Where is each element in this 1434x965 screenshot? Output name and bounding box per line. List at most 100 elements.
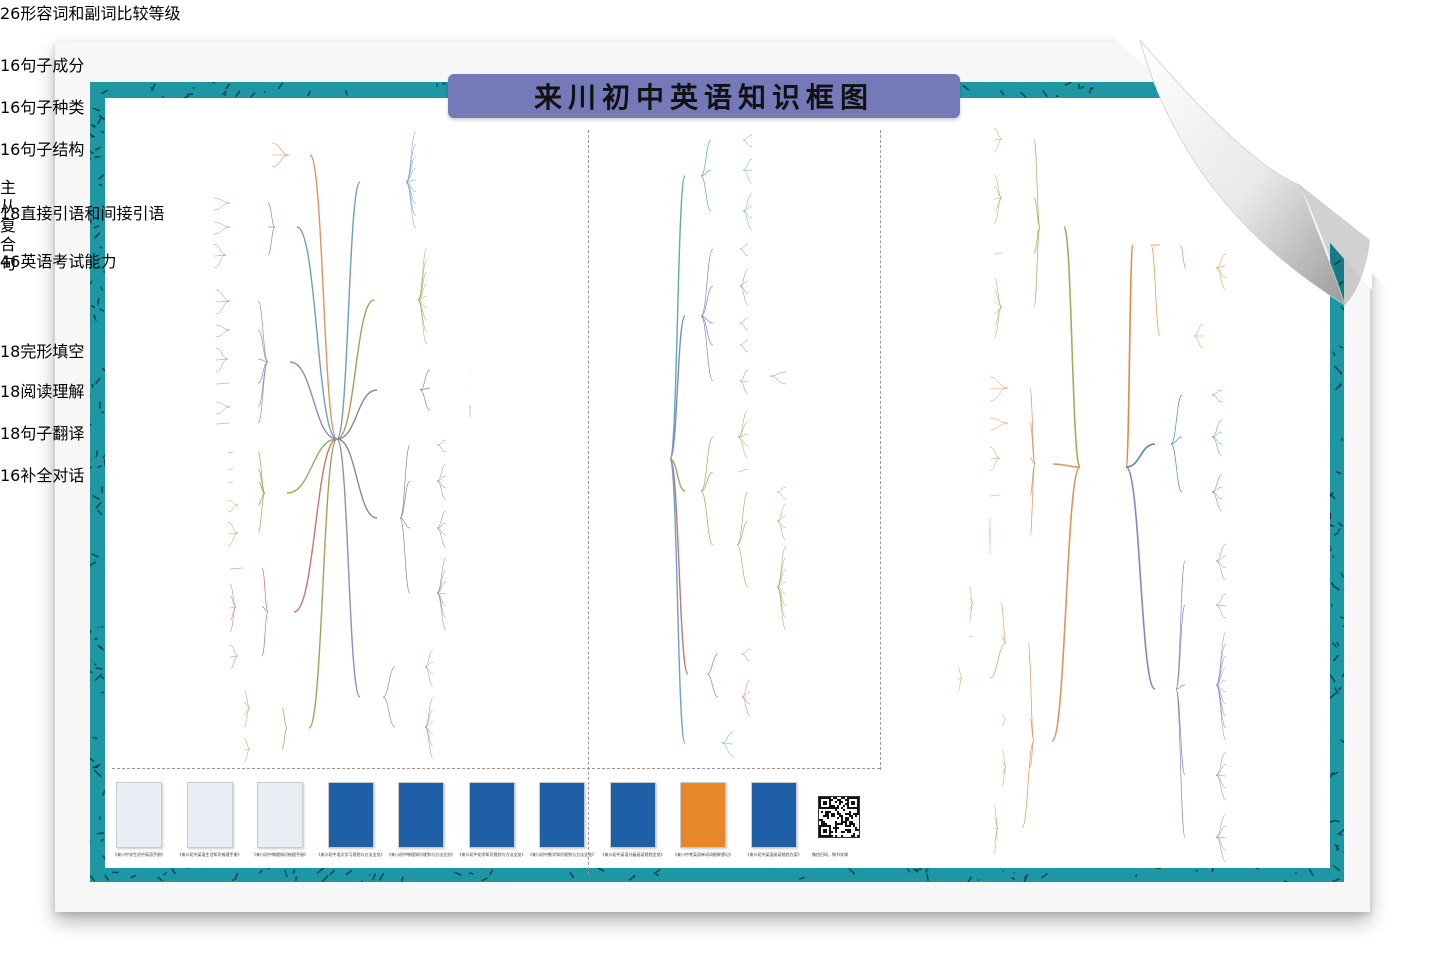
connector [281,707,288,729]
connector [213,221,231,228]
connector [1033,226,1041,254]
connector [739,285,749,306]
connector [993,197,1003,224]
connector [243,737,251,750]
connector [215,358,229,373]
connector [700,285,714,317]
connector [776,486,787,493]
connector [1215,836,1227,863]
connector [1215,836,1227,851]
connector [417,299,428,345]
connector [737,409,749,438]
connector [993,301,1003,308]
connector [993,174,1003,199]
connector [309,154,338,440]
connector [257,481,266,494]
1133: 18句子翻译 [0,424,85,443]
book-cover[interactable] [750,782,797,848]
connector [1193,323,1204,337]
connector [405,131,417,183]
connector [229,595,237,608]
connector [993,289,1003,308]
connector [399,517,411,529]
connector [1215,604,1227,607]
connector [436,592,447,595]
connector [1211,436,1223,457]
connector [1001,718,1007,727]
connector [1193,335,1204,349]
book-cover[interactable] [609,782,656,848]
book-cover[interactable] [116,782,162,848]
connector [700,139,712,177]
connector [417,271,428,301]
connector [1063,226,1081,468]
book-caption: 《来川初中数学知识规划与方法全览》 [528,852,596,857]
connector [700,315,714,382]
book-cover[interactable] [539,782,585,848]
connector [1033,197,1041,228]
connector [215,382,231,385]
book-cover[interactable] [468,782,515,848]
connector [1029,457,1036,465]
connector [215,406,231,415]
connector [1052,463,1081,468]
connector [436,527,447,548]
connector [1215,825,1227,838]
connector [776,515,787,522]
connector [257,492,266,534]
connector [737,421,749,438]
connector [739,268,749,287]
connector [739,280,749,287]
connector [419,389,431,411]
connector [1001,761,1007,768]
connector [700,175,712,212]
connector [742,169,753,184]
connector [257,361,269,408]
book-cover[interactable] [398,782,444,848]
connector [1215,679,1227,686]
connector [417,259,428,301]
connector [424,721,434,728]
connector [417,299,428,333]
connector [243,707,251,728]
connector [257,329,269,363]
connector [227,481,234,484]
book-cover[interactable] [680,782,726,848]
connector [399,517,411,594]
book-cover[interactable] [186,782,233,848]
connector [1001,766,1007,787]
connector [424,666,434,687]
connector [1215,763,1227,776]
connector [742,158,753,171]
connector [424,661,434,668]
connector [1215,774,1227,789]
book-cover[interactable] [327,782,374,848]
connector [1125,244,1134,468]
connector [1215,265,1227,269]
connector [436,557,447,594]
connector [215,324,231,331]
qr-code-icon[interactable] [818,796,860,838]
connector [1215,684,1227,741]
connector [261,606,269,613]
connector [436,439,447,446]
connector [739,248,749,257]
connector [741,679,751,698]
connector [213,197,231,204]
connector [1033,138,1041,228]
connector [776,520,787,541]
connector [405,181,417,205]
connector [1029,740,1035,768]
connector [436,510,447,529]
book-cover[interactable] [257,782,303,848]
connector [281,727,288,750]
connector [436,569,447,594]
connector [1211,486,1223,493]
connector [1000,602,1007,644]
connector [776,491,787,500]
connector [227,521,239,534]
connector [424,709,434,728]
268: 26形容词和副词比较等级 [0,4,181,23]
connector [399,444,411,519]
